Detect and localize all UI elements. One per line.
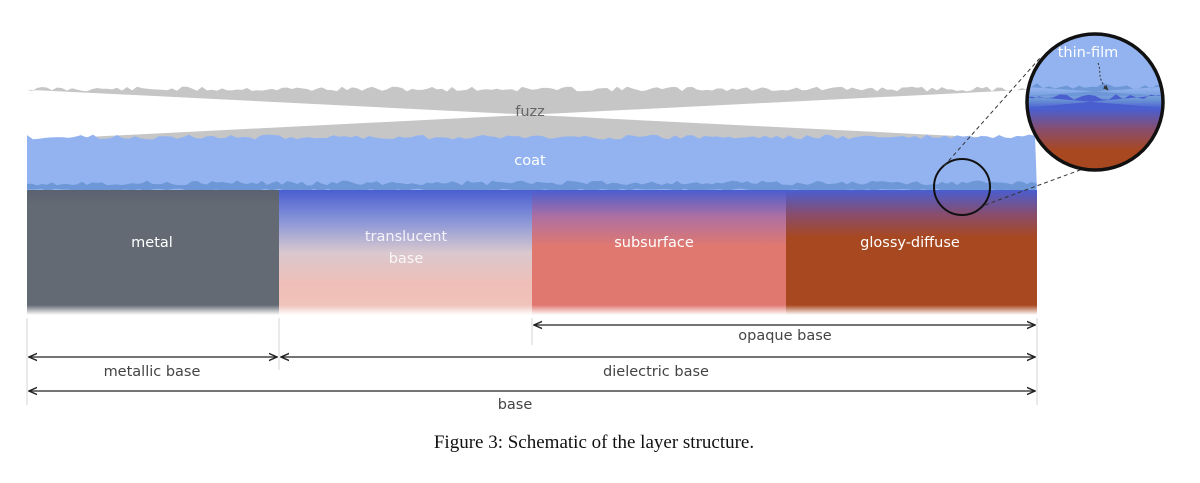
metallic-base-label: metallic base <box>104 364 201 380</box>
guide-lines <box>26 318 1038 405</box>
dielectric-base-label: dielectric base <box>603 364 709 380</box>
glossy-diffuse-segment <box>786 190 1037 315</box>
thin-film-label: thin-film <box>1058 45 1119 61</box>
translucent-label-line1: translucent <box>365 229 448 245</box>
zoom-connector-top <box>943 57 1041 167</box>
zoom-source-circle <box>933 158 991 216</box>
opaque-base-label: opaque base <box>738 328 832 344</box>
fuzz-layer <box>27 86 1037 140</box>
zoom-inset <box>1027 34 1163 170</box>
translucent-label-line2: base <box>389 251 424 267</box>
figure-caption: Figure 3: Schematic of the layer structu… <box>433 432 755 453</box>
zoom-circle-border <box>1025 32 1165 172</box>
fuzz-label: fuzz <box>515 104 545 120</box>
metal-segment <box>27 190 279 315</box>
subsurface-label: subsurface <box>614 235 694 251</box>
glossy-diffuse-label: glossy-diffuse <box>860 235 960 251</box>
zoom-connector-bottom <box>984 155 1119 206</box>
coat-label: coat <box>514 153 546 169</box>
thin-film-pointer <box>1097 62 1109 91</box>
base-label: base <box>498 397 533 413</box>
metal-label: metal <box>131 235 173 251</box>
translucent-segment <box>279 190 532 315</box>
coat-edge <box>27 180 1037 192</box>
subsurface-segment <box>532 190 786 315</box>
coat-layer <box>27 134 1037 191</box>
